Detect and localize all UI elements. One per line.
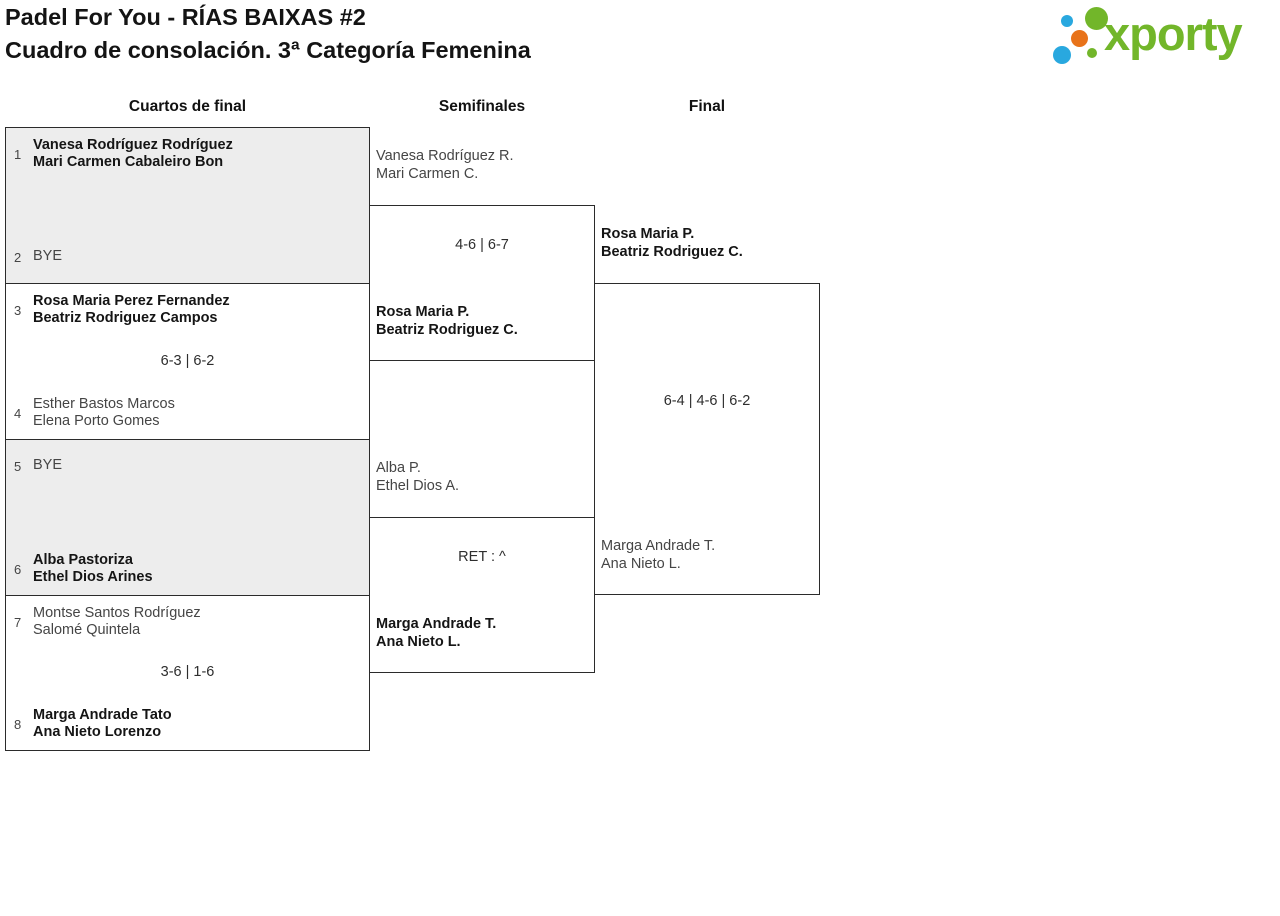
qf3-team-bottom: 6 Alba Pastoriza Ethel Dios Arines bbox=[6, 543, 369, 595]
seed-number: 8 bbox=[14, 716, 22, 732]
xporty-logo: xporty bbox=[1048, 0, 1280, 75]
qf4-team-bottom: 8 Marga Andrade Tato Ana Nieto Lorenzo bbox=[6, 698, 369, 750]
match-score: 6-3 | 6-2 bbox=[160, 352, 215, 369]
player-name: Vanesa Rodríguez R. bbox=[376, 148, 514, 164]
player-name: Marga Andrade T. bbox=[376, 616, 497, 632]
seed-number: 1 bbox=[14, 146, 22, 162]
team-names: Alba Pastoriza Ethel Dios Arines bbox=[33, 552, 153, 587]
logo-dot-blue-big-icon bbox=[1053, 46, 1071, 64]
team-names: Rosa Maria Perez Fernandez Beatriz Rodri… bbox=[33, 293, 230, 328]
logo-dot-green-small-icon bbox=[1087, 48, 1097, 58]
team-names: Montse Santos Rodríguez Salomé Quintela bbox=[33, 605, 201, 640]
sf2-team-bottom: Marga Andrade T. Ana Nieto L. bbox=[376, 615, 591, 651]
player-name: Alba Pastoriza bbox=[33, 551, 133, 568]
seed-number: 2 bbox=[14, 249, 22, 265]
player-name: BYE bbox=[33, 457, 63, 474]
player-name: Marga Andrade T. bbox=[601, 538, 716, 554]
team-names: BYE bbox=[33, 248, 62, 266]
player-name: Ana Nieto Lorenzo bbox=[33, 724, 162, 740]
match-score: 3-6 | 1-6 bbox=[160, 664, 215, 680]
player-name: Beatriz Rodriguez Campos bbox=[33, 310, 218, 326]
player-name: Salomé Quintela bbox=[33, 622, 141, 638]
sf2-team-top: Alba P. Ethel Dios A. bbox=[376, 459, 591, 495]
team-names: Marga Andrade Tato Ana Nieto Lorenzo bbox=[33, 707, 172, 742]
seed-number: 4 bbox=[14, 405, 22, 421]
qf2-team-top: 3 Rosa Maria Perez Fernandez Beatriz Rod… bbox=[6, 284, 369, 336]
player-name: Alba P. bbox=[376, 460, 421, 476]
final-team-bottom: Marga Andrade T. Ana Nieto L. bbox=[601, 537, 816, 573]
column-header-semifinales: Semifinales bbox=[438, 98, 526, 115]
logo-dot-orange-icon bbox=[1071, 30, 1088, 47]
player-name: BYE bbox=[33, 248, 63, 265]
player-name: Mari Carmen Cabaleiro Bon bbox=[33, 154, 224, 170]
qf3-team-top: 5 BYE bbox=[6, 440, 369, 492]
match-box-qf4: 7 Montse Santos Rodríguez Salomé Quintel… bbox=[5, 595, 370, 751]
player-name: Rosa Maria Perez Fernandez bbox=[33, 292, 230, 309]
player-name: Ana Nieto L. bbox=[376, 634, 461, 650]
bracket-subtitle: Cuadro de consolación. 3ª Categoría Feme… bbox=[5, 37, 531, 63]
qf1-team-top: 1 Vanesa Rodríguez Rodríguez Mari Carmen… bbox=[6, 128, 369, 180]
qf4-team-top: 7 Montse Santos Rodríguez Salomé Quintel… bbox=[6, 596, 369, 648]
logo-text: xporty bbox=[1104, 7, 1243, 60]
player-name: Montse Santos Rodríguez bbox=[33, 604, 201, 621]
player-name: Ethel Dios Arines bbox=[33, 569, 153, 585]
logo-dot-blue-small-icon bbox=[1061, 15, 1073, 27]
seed-number: 3 bbox=[14, 302, 22, 318]
player-name: Esther Bastos Marcos bbox=[33, 395, 175, 412]
seed-number: 6 bbox=[14, 561, 22, 577]
player-name: Marga Andrade Tato bbox=[33, 706, 172, 723]
seed-number: 5 bbox=[14, 458, 22, 474]
player-name: Mari Carmen C. bbox=[376, 166, 479, 182]
player-name: Ana Nieto L. bbox=[601, 556, 681, 572]
seed-number: 7 bbox=[14, 614, 22, 630]
page-title: Padel For You - RÍAS BAIXAS #2 Cuadro de… bbox=[5, 1, 531, 67]
match-box-qf1: 1 Vanesa Rodríguez Rodríguez Mari Carmen… bbox=[5, 127, 370, 284]
player-name: Beatriz Rodriguez C. bbox=[601, 244, 743, 260]
team-names: Vanesa Rodríguez Rodríguez Mari Carmen C… bbox=[33, 137, 233, 172]
sf1-team-bottom: Rosa Maria P. Beatriz Rodriguez C. bbox=[376, 303, 591, 339]
column-header-final: Final bbox=[688, 98, 726, 115]
player-name: Rosa Maria P. bbox=[601, 226, 695, 242]
column-header-cuartos: Cuartos de final bbox=[128, 98, 247, 115]
match-box-qf2: 3 Rosa Maria Perez Fernandez Beatriz Rod… bbox=[5, 283, 370, 440]
player-name: Ethel Dios A. bbox=[376, 478, 460, 494]
qf2-team-bottom: 4 Esther Bastos Marcos Elena Porto Gomes bbox=[6, 387, 369, 439]
player-name: Elena Porto Gomes bbox=[33, 413, 160, 429]
team-names: BYE bbox=[33, 457, 62, 475]
sf2-score: RET : ^ bbox=[458, 549, 506, 565]
sf1-team-top: Vanesa Rodríguez R. Mari Carmen C. bbox=[376, 147, 591, 183]
match-box-sf2 bbox=[369, 517, 595, 673]
match-box-qf3: 5 BYE 6 Alba Pastoriza Ethel Dios Arines bbox=[5, 439, 370, 596]
team-names: Esther Bastos Marcos Elena Porto Gomes bbox=[33, 396, 175, 431]
player-name: Rosa Maria P. bbox=[376, 304, 470, 320]
qf1-team-bottom: 2 BYE bbox=[6, 231, 369, 283]
tournament-title: Padel For You - RÍAS BAIXAS #2 bbox=[5, 4, 366, 30]
match-box-final bbox=[594, 283, 820, 595]
player-name: Beatriz Rodriguez C. bbox=[376, 322, 518, 338]
player-name: Vanesa Rodríguez Rodríguez bbox=[33, 136, 233, 153]
final-score: 6-4 | 4-6 | 6-2 bbox=[663, 393, 751, 409]
final-team-top: Rosa Maria P. Beatriz Rodriguez C. bbox=[601, 225, 816, 261]
logo-dot-green-big-icon bbox=[1085, 7, 1108, 30]
sf1-score: 4-6 | 6-7 bbox=[455, 237, 509, 253]
